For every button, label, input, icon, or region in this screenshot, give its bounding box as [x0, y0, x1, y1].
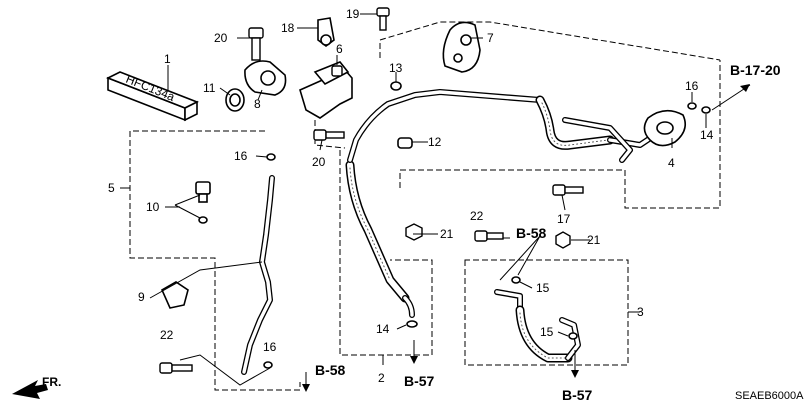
front-marker-label: FR. [42, 375, 61, 389]
part-19-bolt [376, 7, 390, 31]
pressure-pipe-left [241, 175, 275, 375]
callout-15-upper: 15 [536, 281, 550, 295]
front-direction-marker: FR. [12, 375, 61, 399]
part-17-bolt [552, 184, 584, 196]
bracket-20-outline [314, 120, 346, 149]
callout-20-lower: 20 [312, 155, 326, 169]
callout-9: 9 [138, 290, 145, 304]
callout-2: 2 [378, 371, 385, 385]
reference-labels: B-17-20 B-58 B-58 B-57 B-57 [315, 62, 781, 403]
main-suction-hose [345, 89, 658, 318]
part-8-clamp [244, 60, 287, 96]
callout-21-center: 21 [440, 227, 454, 241]
leader-lines [120, 13, 751, 386]
part-16-oring-right [687, 102, 697, 110]
callout-3: 3 [637, 305, 644, 319]
part-20-bolt-upper [248, 27, 264, 61]
callout-5: 5 [108, 181, 115, 195]
ref-b-58-right: B-58 [516, 225, 547, 241]
callout-16-lower: 16 [263, 340, 277, 354]
callout-16-left: 16 [234, 149, 248, 163]
callout-14-center: 14 [376, 322, 390, 336]
hfc-label-plate: HFC134a [106, 71, 199, 122]
callout-21-right: 21 [587, 233, 601, 247]
callout-7: 7 [487, 31, 494, 45]
callout-19: 19 [346, 7, 360, 21]
ref-b-17-20: B-17-20 [730, 62, 781, 78]
part-22-bolt-left [159, 362, 193, 374]
ref-b-58-left: B-58 [315, 362, 346, 378]
callout-17: 17 [557, 212, 571, 226]
discharge-hose-right [494, 289, 581, 363]
callout-22-right: 22 [470, 209, 484, 223]
part-18-clip [317, 17, 335, 47]
callout-18: 18 [281, 21, 295, 35]
part-16-oring-left [266, 153, 276, 161]
ref-b-57-right: B-57 [562, 387, 593, 403]
callout-12: 12 [428, 135, 442, 149]
callout-11: 11 [203, 81, 216, 95]
reference-arrows [302, 84, 750, 392]
callout-1: 1 [164, 52, 171, 66]
callout-13: 13 [389, 61, 403, 75]
ref-b-57-center: B-57 [404, 373, 435, 389]
part-13-oring [390, 81, 402, 91]
upper-group-outline [379, 21, 721, 61]
part-21-nut-right [555, 231, 571, 249]
part-15-oring-b [568, 332, 578, 340]
callout-20-upper: 20 [214, 31, 228, 45]
part-15-oring-a [511, 276, 521, 284]
callout-4: 4 [668, 156, 675, 170]
diagram-code: SEAEB6000A [735, 390, 804, 402]
part-14-oring-right [701, 106, 711, 114]
group-outlines [129, 21, 721, 391]
part-6-bracket [299, 61, 353, 119]
part-12-cap [397, 137, 413, 149]
group-3-outline [464, 259, 629, 366]
group-5-outline [129, 130, 301, 391]
callout-22-left: 22 [160, 328, 174, 342]
callout-numbers: 1 2 3 4 5 6 7 8 9 10 11 12 13 14 14 15 1… [108, 7, 714, 385]
group-4-outline [399, 60, 721, 209]
callout-6: 6 [336, 42, 343, 56]
part-20-bolt-lower [313, 129, 345, 141]
callout-14-right: 14 [700, 128, 714, 142]
part-22-bolt-right [474, 230, 504, 242]
callout-10: 10 [146, 200, 160, 214]
group-2-outline [339, 150, 433, 356]
callout-15-lower: 15 [540, 325, 554, 339]
part-9-clip [160, 281, 189, 309]
part-16-oring-lower-left [263, 361, 273, 369]
part-21-nut-center [405, 223, 423, 241]
part-4-flange [643, 109, 686, 147]
callout-8: 8 [254, 97, 261, 111]
part-14-oring-center [406, 320, 418, 328]
part-11-grommet [225, 88, 245, 112]
part-10-switch [195, 181, 211, 224]
part-7-clamp [442, 21, 481, 73]
callout-16-right: 16 [685, 79, 699, 93]
